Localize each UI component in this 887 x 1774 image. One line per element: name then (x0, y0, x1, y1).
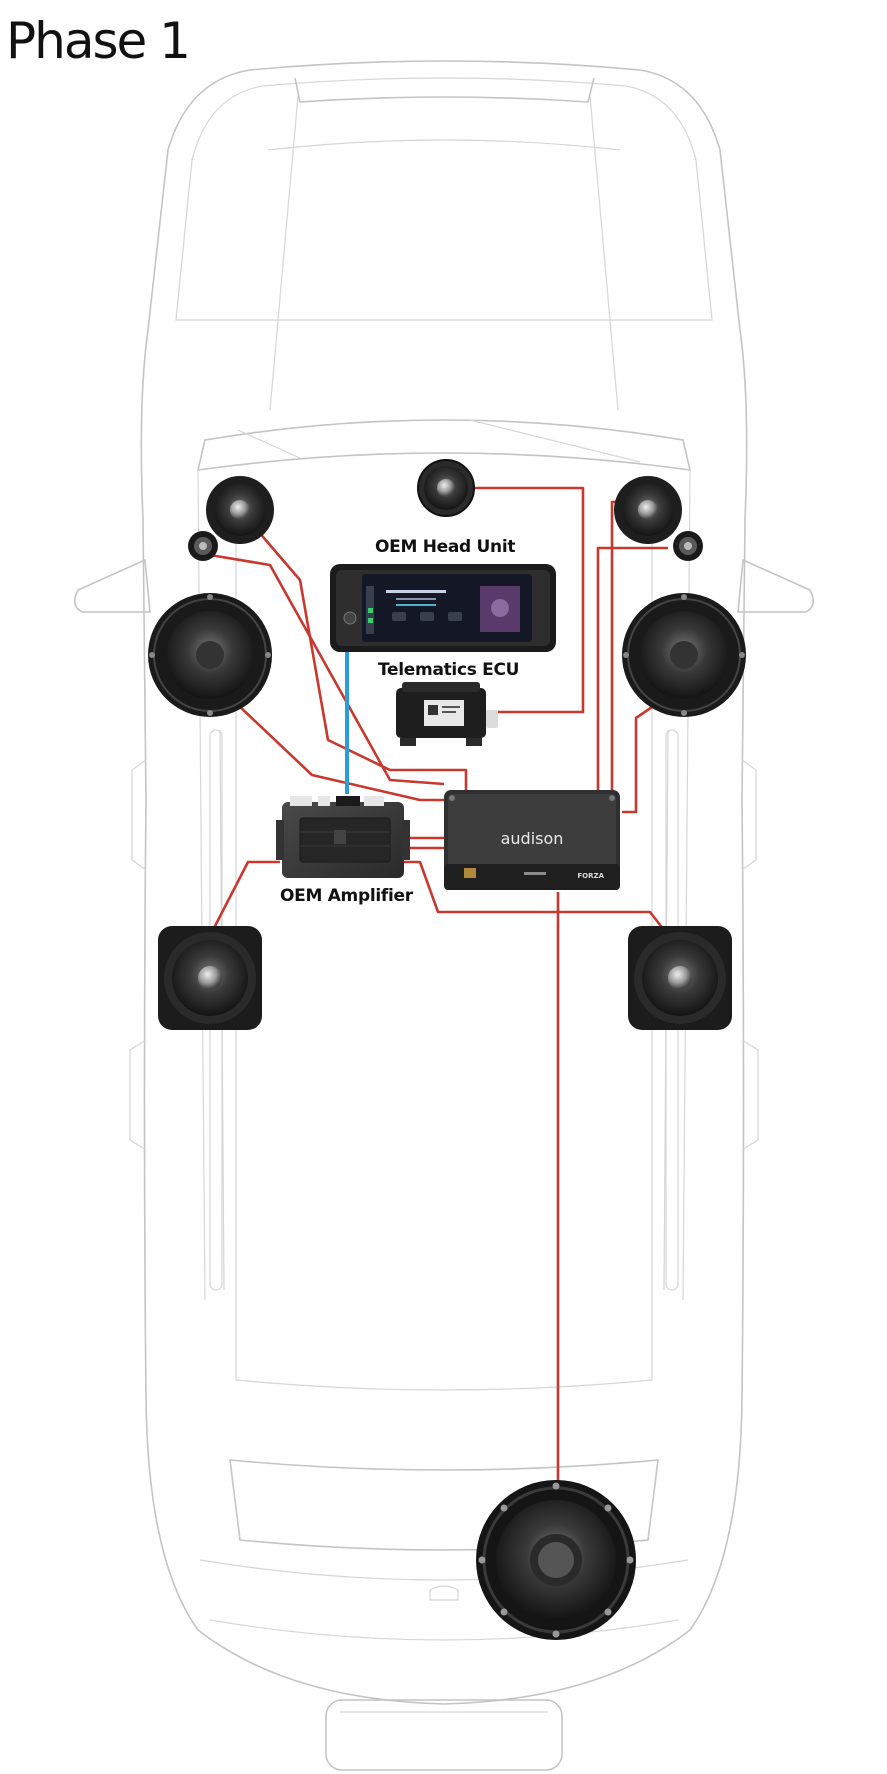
center-speaker (417, 459, 475, 517)
front-left-midrange (206, 476, 274, 544)
subwoofer (476, 1480, 636, 1640)
telematics-ecu (396, 682, 498, 746)
front-right-midrange (614, 476, 682, 544)
speaker-wires (209, 486, 668, 1488)
oem-amplifier (276, 796, 410, 878)
rear-right-speaker (628, 926, 732, 1030)
label-oem-head-unit: OEM Head Unit (375, 537, 516, 557)
page-title: Phase 1 (6, 12, 191, 70)
rear-left-speaker (158, 926, 262, 1030)
front-left-tweeter (188, 531, 218, 561)
car-outline (74, 60, 814, 1771)
label-oem-amplifier: OEM Amplifier (280, 886, 413, 906)
amp-model-label: FORZA (577, 872, 604, 880)
oem-head-unit (330, 564, 556, 652)
label-telematics-ecu: Telematics ECU (378, 660, 520, 680)
front-right-tweeter (673, 531, 703, 561)
front-right-woofer (622, 593, 746, 717)
audison-dsp-amplifier: audison FORZA (444, 790, 620, 890)
amp-brand-label: audison (501, 829, 564, 848)
front-left-woofer (148, 593, 272, 717)
